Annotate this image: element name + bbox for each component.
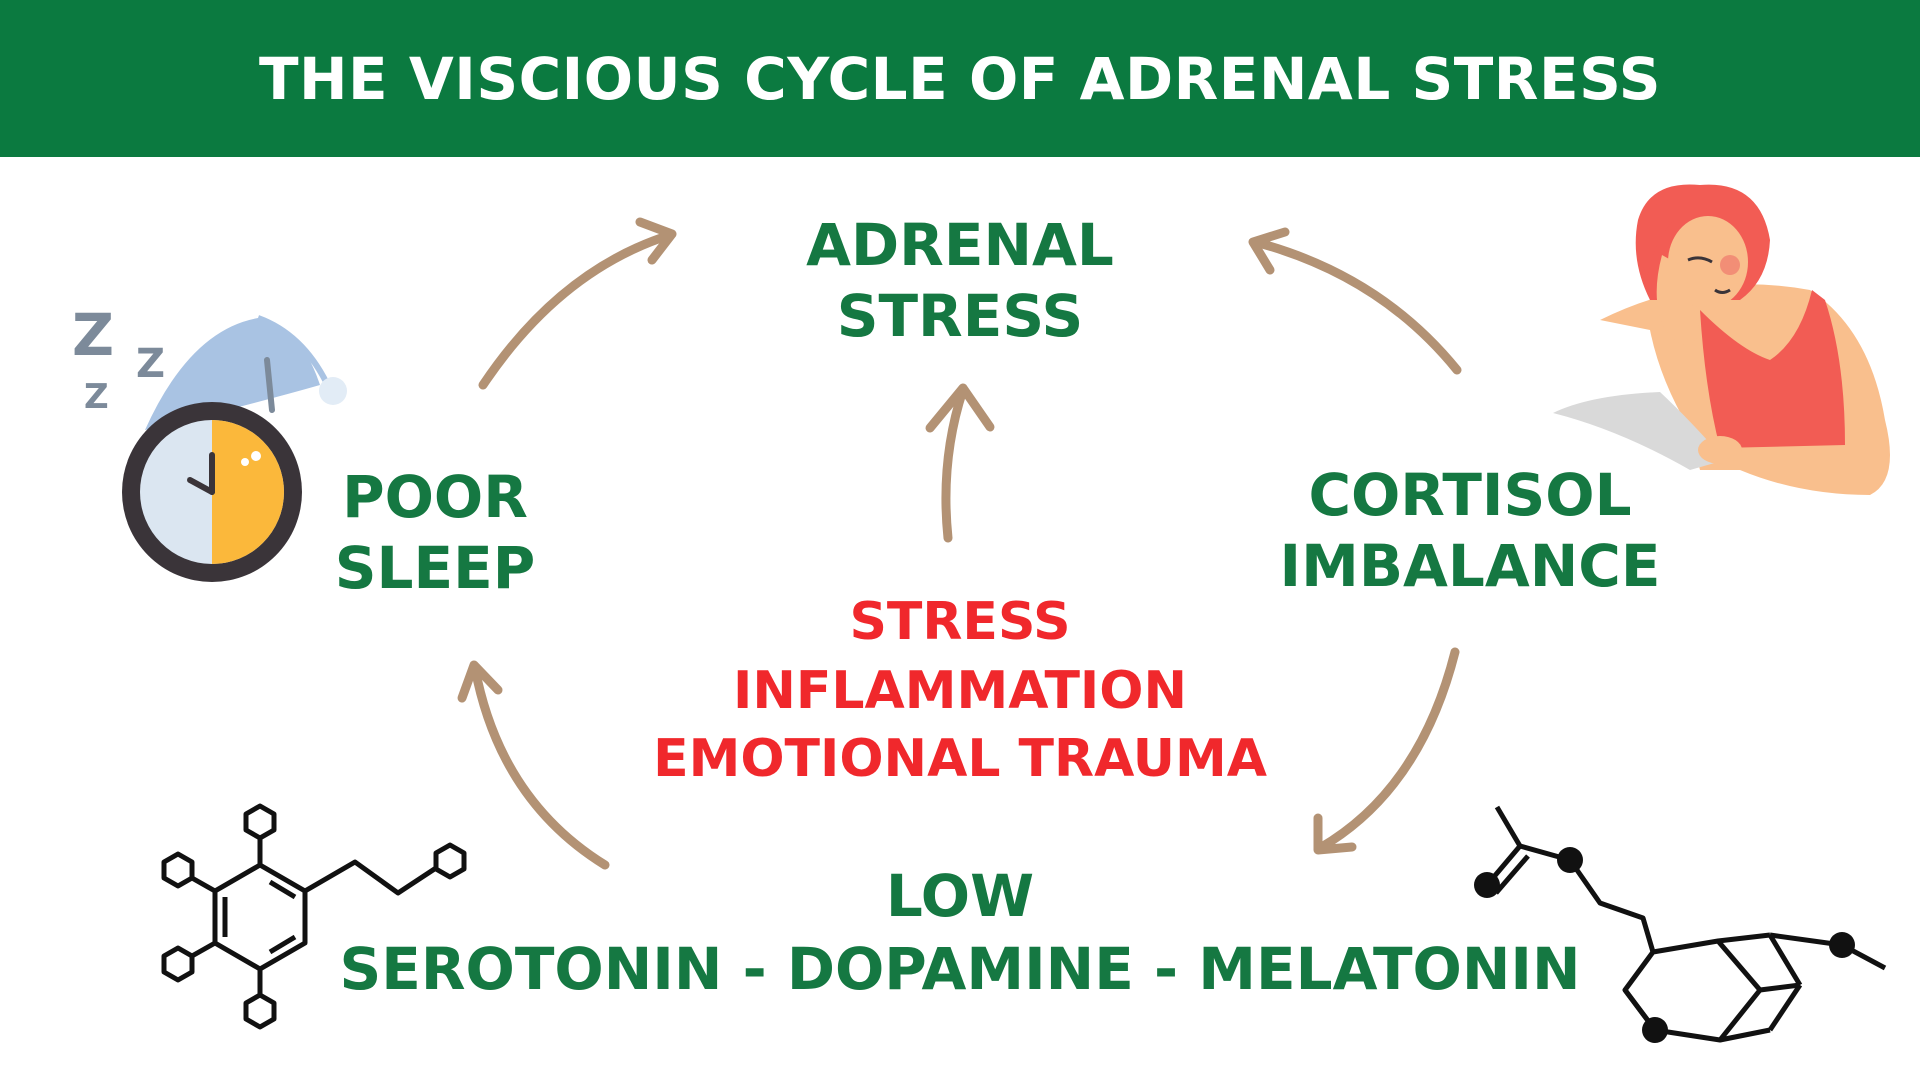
center-causes: STRESS INFLAMMATION EMOTIONAL TRAUMA [560, 588, 1360, 794]
arrow-cortisol-to-low [1315, 647, 1460, 853]
svg-text:Z: Z [84, 377, 109, 417]
arrow-center-to-adrenal [941, 385, 968, 543]
node-cortisol-line-1: CORTISOL [1308, 461, 1632, 529]
arrow-cortisol-to-low-head [1313, 813, 1357, 855]
arrow-low-to-sleep [470, 663, 610, 870]
node-poor-sleep-line-1: POOR [342, 463, 528, 531]
node-adrenal-stress-line-1: ADRENAL [806, 211, 1114, 279]
node-low-neurotransmitters: LOW SEROTONIN - DOPAMINE - MELATONIN [320, 860, 1600, 1005]
node-poor-sleep: POOR SLEEP [280, 462, 590, 604]
node-low-line-2: SEROTONIN - DOPAMINE - MELATONIN [339, 934, 1581, 1003]
page-title: THE VISCIOUS CYCLE OF ADRENAL STRESS [258, 44, 1662, 113]
arrow-sleep-to-adrenal-head [635, 217, 677, 265]
arrow-cortisol-to-adrenal-head [1248, 227, 1290, 275]
arrow-cortisol-to-adrenal [1250, 237, 1462, 375]
arrow-low-to-sleep-head [457, 660, 503, 703]
node-adrenal-stress-line-2: STRESS [836, 281, 1084, 350]
arrow-center-to-adrenal-head [925, 383, 995, 433]
node-adrenal-stress: ADRENAL STRESS [660, 210, 1260, 352]
header-banner: THE VISCIOUS CYCLE OF ADRENAL STRESS [0, 0, 1920, 157]
node-cortisol-line-2: IMBALANCE [1279, 531, 1661, 600]
arrow-sleep-to-adrenal [478, 230, 675, 390]
svg-text:Z: Z [136, 341, 165, 387]
cause-stress: STRESS [849, 592, 1071, 652]
node-low-line-1: LOW [885, 862, 1035, 930]
cause-emotional-trauma: EMOTIONAL TRAUMA [653, 729, 1267, 790]
cause-inflammation: INFLAMMATION [732, 660, 1187, 721]
svg-text:Z: Z [72, 301, 114, 369]
node-poor-sleep-line-2: SLEEP [334, 533, 536, 602]
node-cortisol-imbalance: CORTISOL IMBALANCE [1230, 460, 1710, 602]
